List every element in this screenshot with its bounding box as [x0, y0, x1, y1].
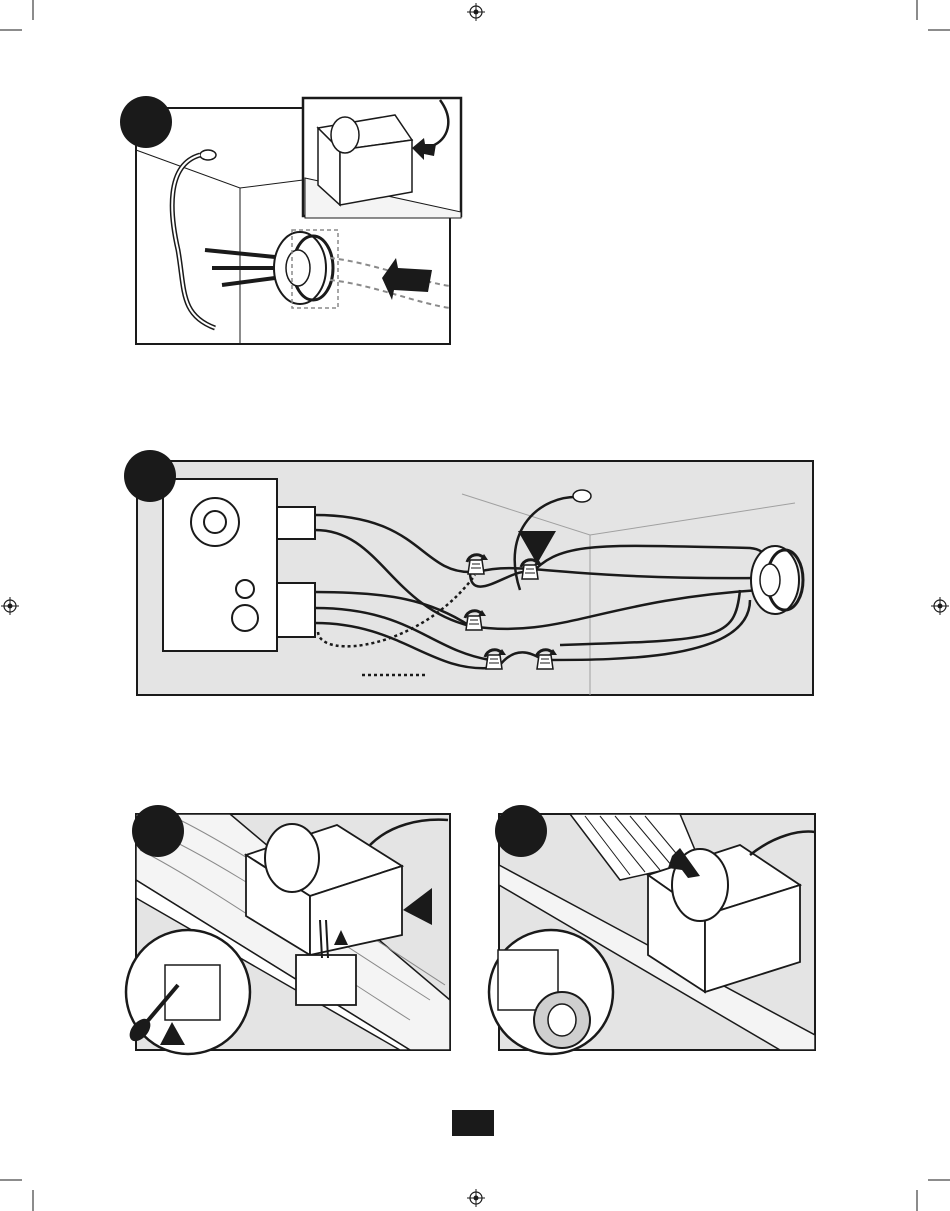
- step-badge: [120, 96, 172, 148]
- figure-duct-connect: [489, 805, 815, 1054]
- figure-knockout-cable: [120, 96, 461, 344]
- registration-mark-icon: [1, 597, 19, 615]
- page-number-box: [452, 1110, 494, 1136]
- registration-mark-icon: [467, 3, 485, 21]
- step-badge: [132, 805, 184, 857]
- registration-mark-icon: [931, 597, 949, 615]
- figure-junction-box: [126, 805, 450, 1054]
- step-badge: [124, 450, 176, 502]
- step-badge: [495, 805, 547, 857]
- registration-mark-icon: [467, 1189, 485, 1207]
- figure-wiring-diagram: [124, 450, 813, 695]
